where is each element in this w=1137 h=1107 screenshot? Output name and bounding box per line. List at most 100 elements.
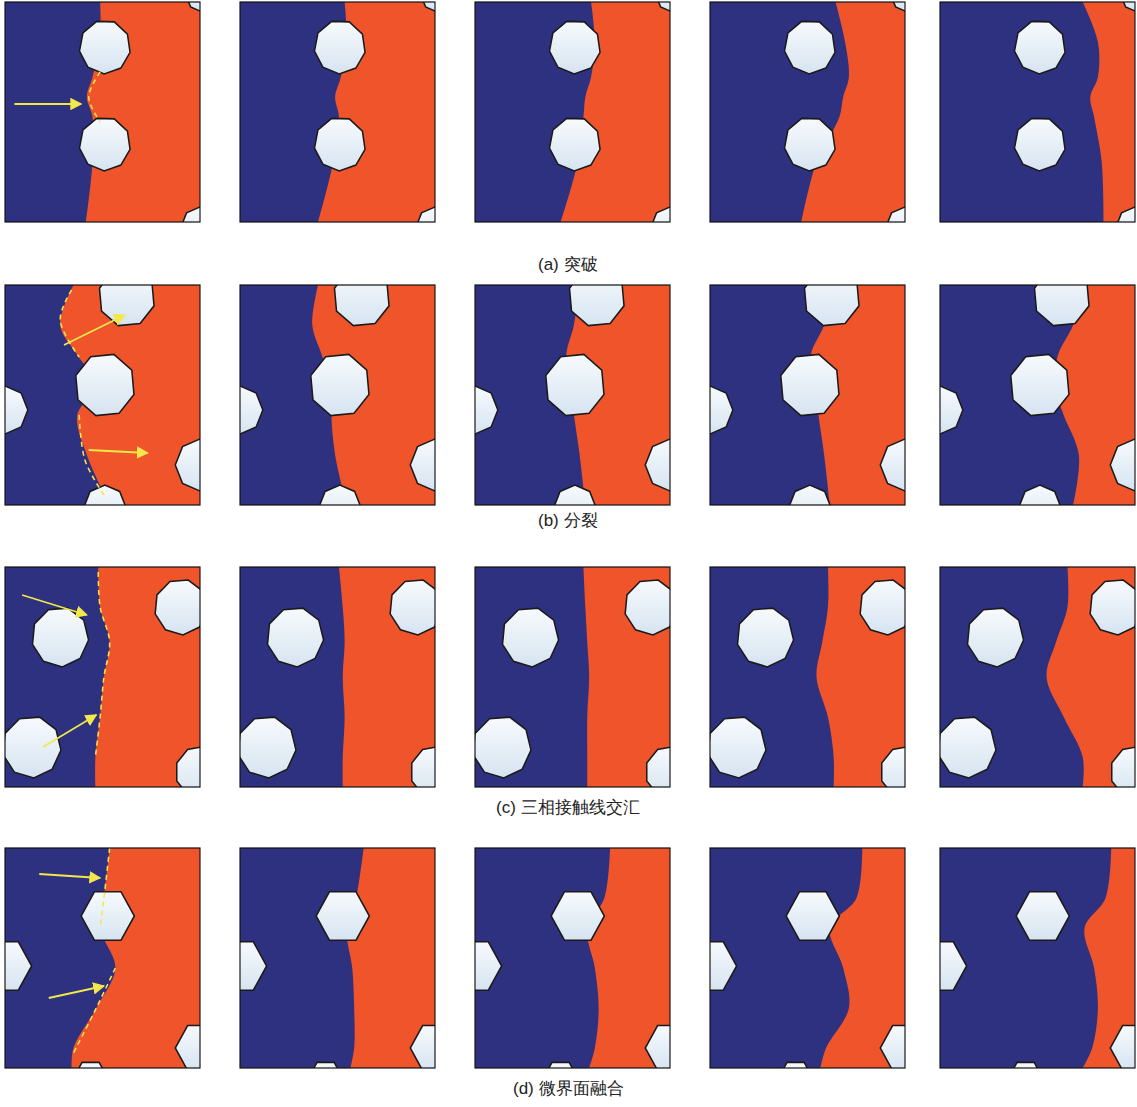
solid-grain [940,717,996,778]
blue-phase [5,2,200,222]
solid-grain [625,580,670,635]
simulation-frame [917,268,1137,529]
blue-phase [940,2,1135,222]
solid-grain [886,207,905,222]
solid-grain [410,1025,435,1068]
solid-grain [1122,2,1135,11]
solid-grain [546,354,604,415]
blue-phase [710,848,905,1068]
solid-grain [316,892,369,940]
blue-phase [475,285,670,505]
solid-grain [240,386,263,434]
solid-grain [940,942,967,990]
solid-grain [268,608,324,667]
solid-grain [79,118,130,171]
frame-border [940,567,1135,787]
solid-grain [892,2,905,11]
frame-border [5,848,200,1068]
solid-grain [554,485,596,505]
frame-border [240,285,435,505]
frame-border [240,2,435,222]
simulation-frame [5,0,219,247]
frame-border [475,567,670,787]
subfigure-caption: (a) 突破 [535,253,601,276]
solid-grain [99,285,154,326]
solid-grain [882,746,905,787]
flow-arrow [89,450,148,453]
simulation-frame [217,268,460,529]
solid-grain [645,439,670,491]
frame-border [710,2,905,222]
flow-arrow [15,103,82,105]
simulation-frame [683,848,929,1094]
solid-grain [422,2,435,11]
orange-phase [72,848,200,1068]
solid-grain [551,892,604,940]
frame-border [940,2,1135,222]
frame-border [940,848,1135,1068]
solid-grain [1008,1062,1042,1068]
solid-grain [319,485,361,505]
solid-grain [79,21,130,74]
blue-phase [5,285,200,505]
blue-phase [240,285,435,505]
blue-phase [240,2,435,222]
solid-grain [1014,118,1065,171]
simulation-frame [240,0,454,247]
solid-grain [1011,354,1069,415]
solid-grain [314,21,365,74]
simulation-frame [938,567,1137,798]
solid-grain [784,118,835,171]
solid-grain [5,386,28,434]
solid-grain [5,717,61,778]
blue-phase [475,2,670,222]
solid-grain [155,580,200,635]
simulation-frame [452,268,695,529]
subfigure-caption: (c) 三相接触线交汇 [493,796,643,819]
frame-border [5,567,200,787]
solid-grain [81,892,134,940]
solid-grain [1019,485,1061,505]
solid-grain [1014,21,1065,74]
simulation-frame [940,0,1137,247]
solid-grain [860,580,905,635]
solid-grain [175,439,200,491]
solid-grain [710,386,733,434]
solid-grain [647,746,670,787]
solid-grain [475,386,498,434]
simulation-frame [710,0,924,247]
frame-border [710,848,905,1068]
solid-grain [657,2,670,11]
solid-grain [412,746,435,787]
solid-grain [645,1025,670,1068]
solid-grain [76,354,134,415]
solid-grain [334,285,389,326]
solid-grain [416,207,435,222]
solid-grain [1112,746,1135,787]
solid-grain [475,942,502,990]
frame-border [5,285,200,505]
solid-grain [549,21,600,74]
interface-dash [79,415,104,495]
solid-grain [940,386,963,434]
solid-grain [308,1062,342,1068]
frame-border [475,2,670,222]
solid-grain [84,485,126,505]
solid-grain [1016,892,1069,940]
solid-grain [804,285,859,326]
simulation-frame [687,268,930,529]
solid-grain [789,485,831,505]
solid-grain [880,439,905,491]
blue-phase [710,2,905,222]
solid-grain [5,942,32,990]
solid-grain [651,207,670,222]
frame-border [710,285,905,505]
frame-border [940,285,1135,505]
interface-dash [60,290,79,357]
blue-phase [475,848,670,1068]
frame-border [240,567,435,787]
solid-grain [710,717,766,778]
subfigure-caption: (b) 分裂 [535,509,601,532]
flow-arrow [22,595,87,615]
